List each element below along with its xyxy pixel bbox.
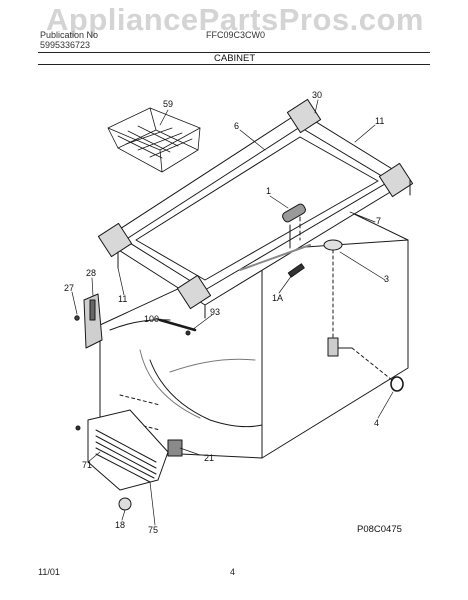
drain-grommet [323, 239, 343, 346]
drain-tube [327, 337, 353, 357]
electrical-box [167, 439, 183, 457]
cord-grommet [118, 497, 132, 511]
callout-11-top: 11 [375, 116, 384, 126]
callout-3: 3 [384, 274, 389, 284]
lid-handle [282, 203, 306, 249]
cabinet-body [99, 211, 409, 459]
callout-59: 59 [163, 99, 173, 109]
footer-page-number: 4 [230, 567, 236, 577]
watermark: AppliancePartsPros.com [46, 2, 424, 37]
callout-4: 4 [374, 418, 379, 428]
lid-frame [97, 98, 414, 319]
callout-30: 30 [312, 90, 322, 100]
callout-28: 28 [86, 268, 96, 278]
section-title: CABINET [214, 53, 256, 64]
hinge-clip [287, 263, 305, 278]
callout-11-left: 11 [118, 294, 127, 304]
trim-strip [158, 318, 197, 332]
hinge-bracket [74, 293, 103, 349]
callout-labels: 59 30 6 11 1 7 28 27 11 3 1A 100 93 4 71… [64, 90, 402, 535]
callout-1a: 1A [272, 293, 283, 303]
publication-number-value: 5995336723 [40, 40, 91, 50]
callout-21: 21 [204, 453, 214, 463]
callout-6: 6 [234, 121, 239, 131]
callout-93: 93 [210, 307, 220, 317]
callout-75: 75 [148, 525, 158, 535]
figure-code: P08C0475 [357, 524, 402, 535]
model-number: FFC09C3CW0 [206, 30, 266, 40]
footer-date: 11/01 [38, 567, 60, 577]
header-rule-top [38, 52, 430, 53]
drain-plug [390, 376, 404, 392]
callout-100: 100 [144, 314, 159, 324]
screw [185, 330, 191, 336]
callout-27: 27 [64, 283, 74, 293]
wire-basket [107, 107, 201, 173]
callout-18: 18 [115, 520, 125, 530]
callout-71: 71 [82, 460, 92, 470]
leader-lines [71, 99, 394, 526]
header-rule-bottom [38, 64, 430, 65]
publication-number-label: Publication No [40, 30, 99, 40]
callout-7: 7 [376, 216, 381, 226]
callout-1: 1 [266, 186, 271, 196]
